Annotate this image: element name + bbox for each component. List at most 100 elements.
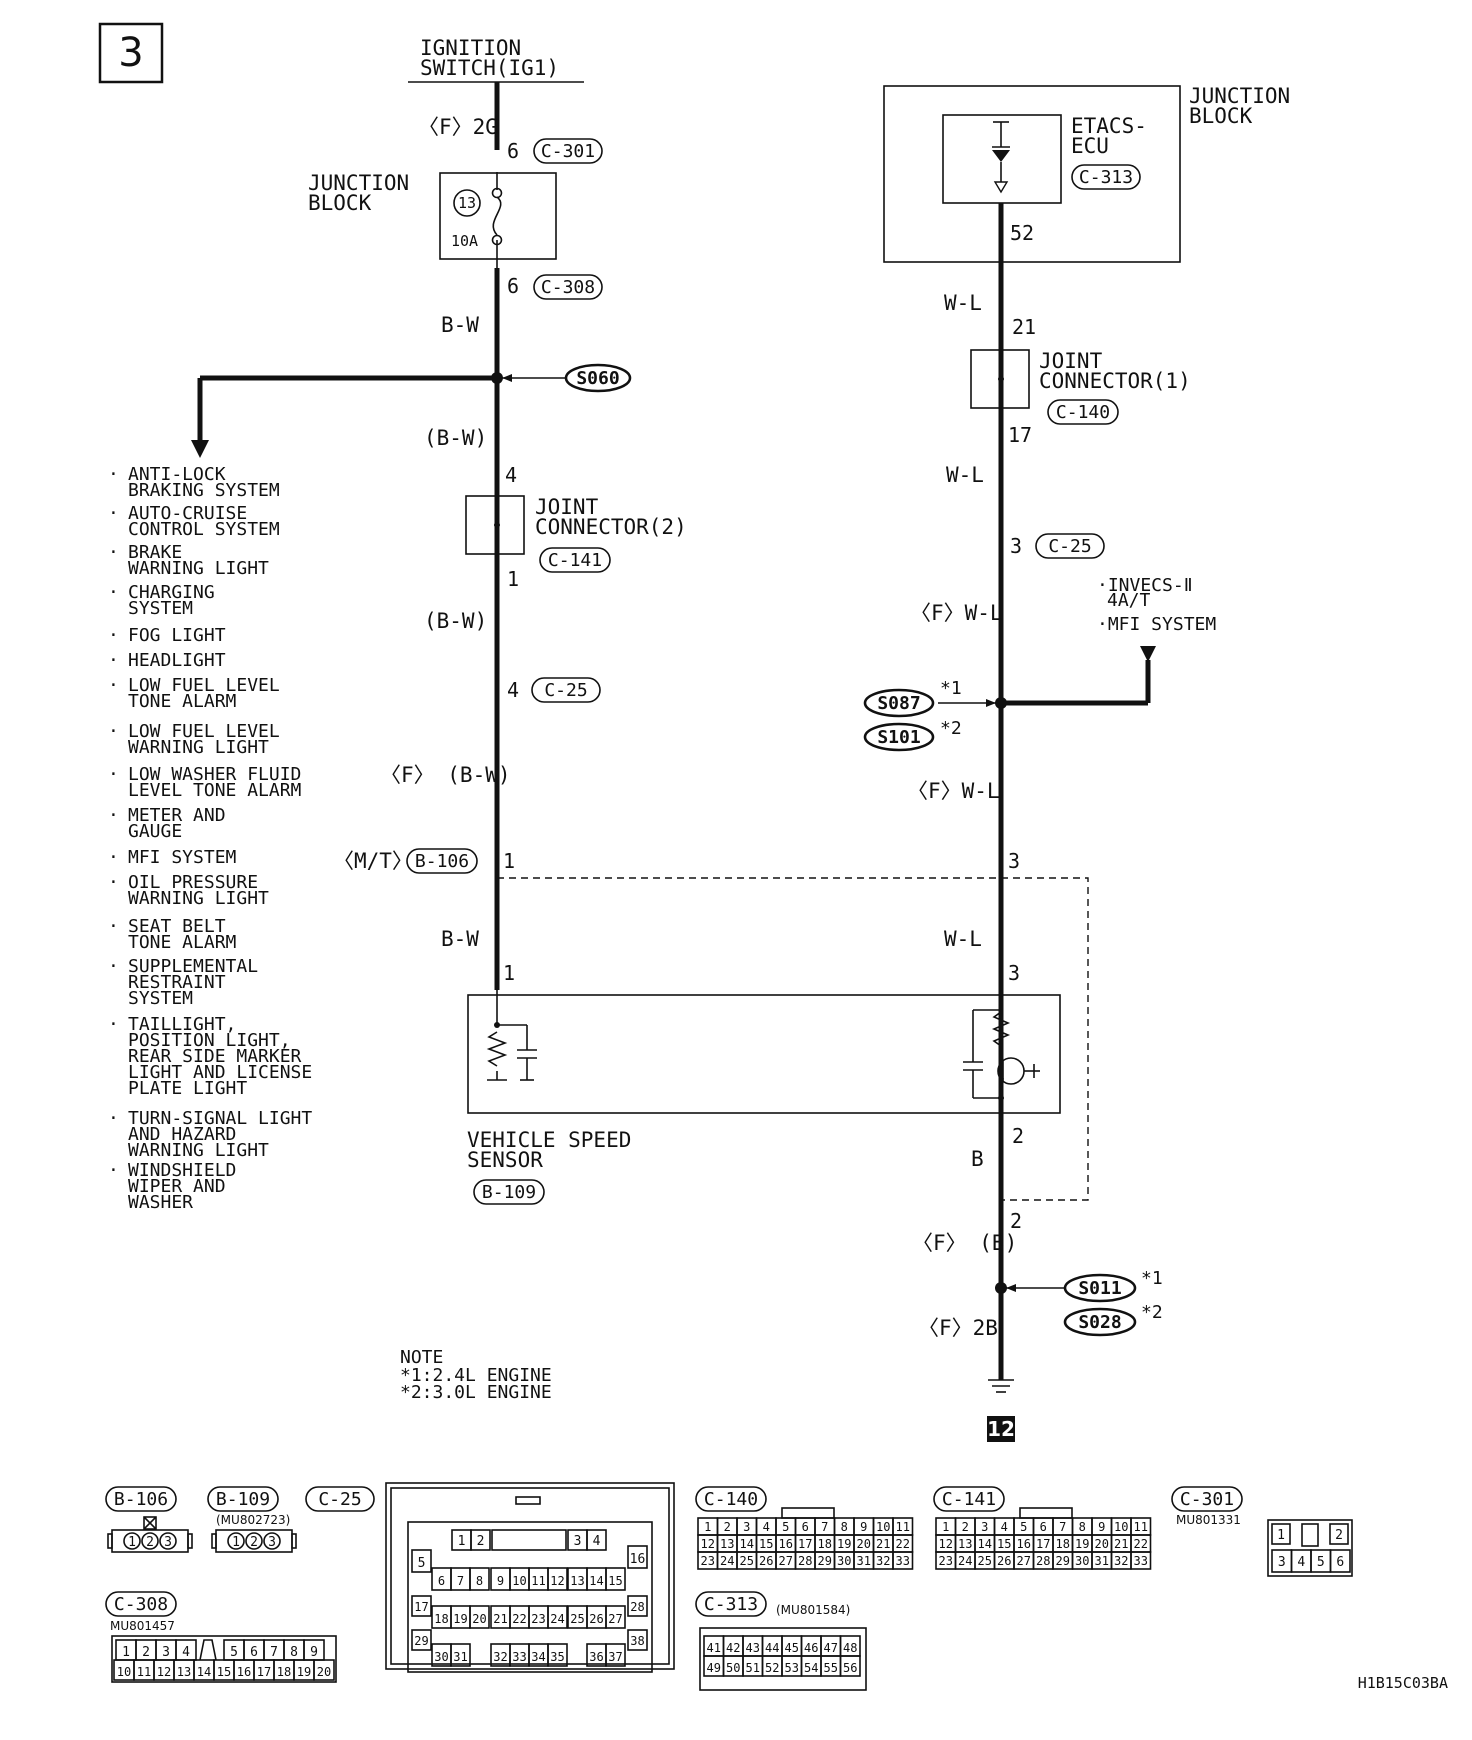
pin-number: 43 <box>746 1641 760 1655</box>
pin-number: 7 <box>821 1520 828 1534</box>
pin-number: 25 <box>740 1554 754 1568</box>
pin-number: 19 <box>453 1612 467 1626</box>
pin-number: 34 <box>531 1650 545 1664</box>
bullet-dot: · <box>108 1160 119 1181</box>
joint-connector-1-dot <box>998 376 1004 382</box>
wire-color-f-wl: 〈F〉W-L <box>910 601 1003 625</box>
leader-arrow-icon <box>502 374 512 382</box>
bullet-dot: · <box>108 1108 119 1129</box>
pin-number: 1 <box>122 1645 130 1660</box>
diode-icon <box>992 121 1010 194</box>
svg-text:4A/T: 4A/T <box>1107 590 1151 611</box>
pin-number: 7 <box>1059 1520 1066 1534</box>
pin-number: 42 <box>726 1641 740 1655</box>
pin-number: 5 <box>1020 1520 1027 1534</box>
pin-number: 23 <box>531 1612 545 1626</box>
conn-c301: C-301 <box>541 141 595 162</box>
pin-number: 33 <box>512 1650 526 1664</box>
splice-s087: S087 <box>877 693 920 714</box>
pin-1: 1 <box>507 567 519 591</box>
pin-cell <box>227 1532 245 1550</box>
conn-view-b106 <box>107 1516 193 1553</box>
pin-number: 28 <box>1036 1554 1050 1568</box>
system-item-line: AUTO-CRUISE <box>128 503 247 524</box>
svg-text:BLOCK: BLOCK <box>1189 104 1253 128</box>
conn-b106: B-106 <box>415 851 469 872</box>
pin-number: 12 <box>701 1537 715 1551</box>
system-item-line: WARNING LIGHT <box>128 558 269 579</box>
pin-number: 48 <box>843 1641 857 1655</box>
pin-number: 6 <box>438 1574 445 1588</box>
pin-number: 20 <box>472 1612 486 1626</box>
system-item-line: TURN-SIGNAL LIGHT <box>128 1108 312 1129</box>
pin-number: 2 <box>477 1534 485 1549</box>
pin-number: 38 <box>630 1634 644 1648</box>
pin-number: 1 <box>128 1535 136 1550</box>
pin-number: 21 <box>876 1537 890 1551</box>
pin-number: 51 <box>746 1661 760 1675</box>
pin-number: 5 <box>418 1556 426 1571</box>
ground-icon <box>988 1379 1014 1393</box>
pin-number: 9 <box>860 1520 867 1534</box>
pin-number: 6 <box>1040 1520 1047 1534</box>
pin-cell <box>605 1605 626 1629</box>
bullet-dot: · <box>108 916 119 937</box>
pin-2b: 2 <box>1010 1209 1022 1233</box>
pin-cell <box>263 1532 281 1550</box>
pin-number: 29 <box>1056 1554 1070 1568</box>
pin-cell <box>141 1532 159 1550</box>
system-item-line: AND HAZARD <box>128 1124 236 1145</box>
bullet-dot: · <box>108 503 119 524</box>
junction-block-box <box>439 172 557 260</box>
conn-view-c301-label: C-301 <box>1180 1489 1234 1510</box>
pin-number: 24 <box>720 1554 734 1568</box>
conn-c140: C-140 <box>1056 402 1110 423</box>
wire-color-bw-2: B-W <box>441 927 479 951</box>
pin-number: 25 <box>570 1612 584 1626</box>
pin-number: 8 <box>1079 1520 1086 1534</box>
note-block: NOTE *1:2.4L ENGINE *2:3.0L ENGINE <box>400 1347 552 1403</box>
conn-c25-right: C-25 <box>1048 536 1091 557</box>
pin-number: 35 <box>550 1650 564 1664</box>
conn-view-b109 <box>211 1529 297 1553</box>
system-item-line: SUPPLEMENTAL <box>128 956 258 977</box>
pin-number: 4 <box>593 1534 601 1549</box>
pin-number: 2 <box>1335 1528 1343 1543</box>
wire-color-wl-2: W-L <box>946 463 984 487</box>
pin-number: 28 <box>798 1554 812 1568</box>
conn-c308-pill <box>533 274 603 300</box>
branch-arrow-icon <box>191 440 209 458</box>
etacs-ecu-label: ETACS- ECU <box>1071 114 1147 158</box>
pin-6b: 6 <box>507 274 519 298</box>
system-item-line: WARNING LIGHT <box>128 1140 269 1161</box>
conn-c140-pill <box>1047 399 1119 425</box>
splice-s028-oval <box>1063 1307 1137 1337</box>
pin-number: 20 <box>1095 1537 1109 1551</box>
wire-color-bw: B-W <box>441 313 479 337</box>
invecs-arrow-icon <box>1140 646 1156 662</box>
pin-number: 5 <box>230 1645 238 1660</box>
conn-view-c308-part: MU801457 <box>110 1619 175 1633</box>
pin-cell <box>547 1605 568 1629</box>
joint-connector-1-box <box>970 349 1030 409</box>
wire-color-bw-paren: (B-W) <box>424 426 487 450</box>
conn-c25-left: C-25 <box>544 680 587 701</box>
pin-number: 3 <box>1278 1555 1286 1570</box>
fuse-number-circle <box>453 189 481 217</box>
pin-number: 17 <box>1036 1537 1050 1551</box>
pin-cell <box>839 1655 861 1677</box>
pin-cell <box>411 1629 432 1651</box>
bullet-dot: · <box>108 625 119 646</box>
pin-number: 52 <box>765 1661 779 1675</box>
conn-view-c141-label: C-141 <box>942 1489 996 1510</box>
system-item-line: METER AND <box>128 805 226 826</box>
joint-connector-1-label: JOINT CONNECTOR(1) <box>1039 349 1191 393</box>
svg-text:CONNECTOR(2): CONNECTOR(2) <box>535 515 687 539</box>
